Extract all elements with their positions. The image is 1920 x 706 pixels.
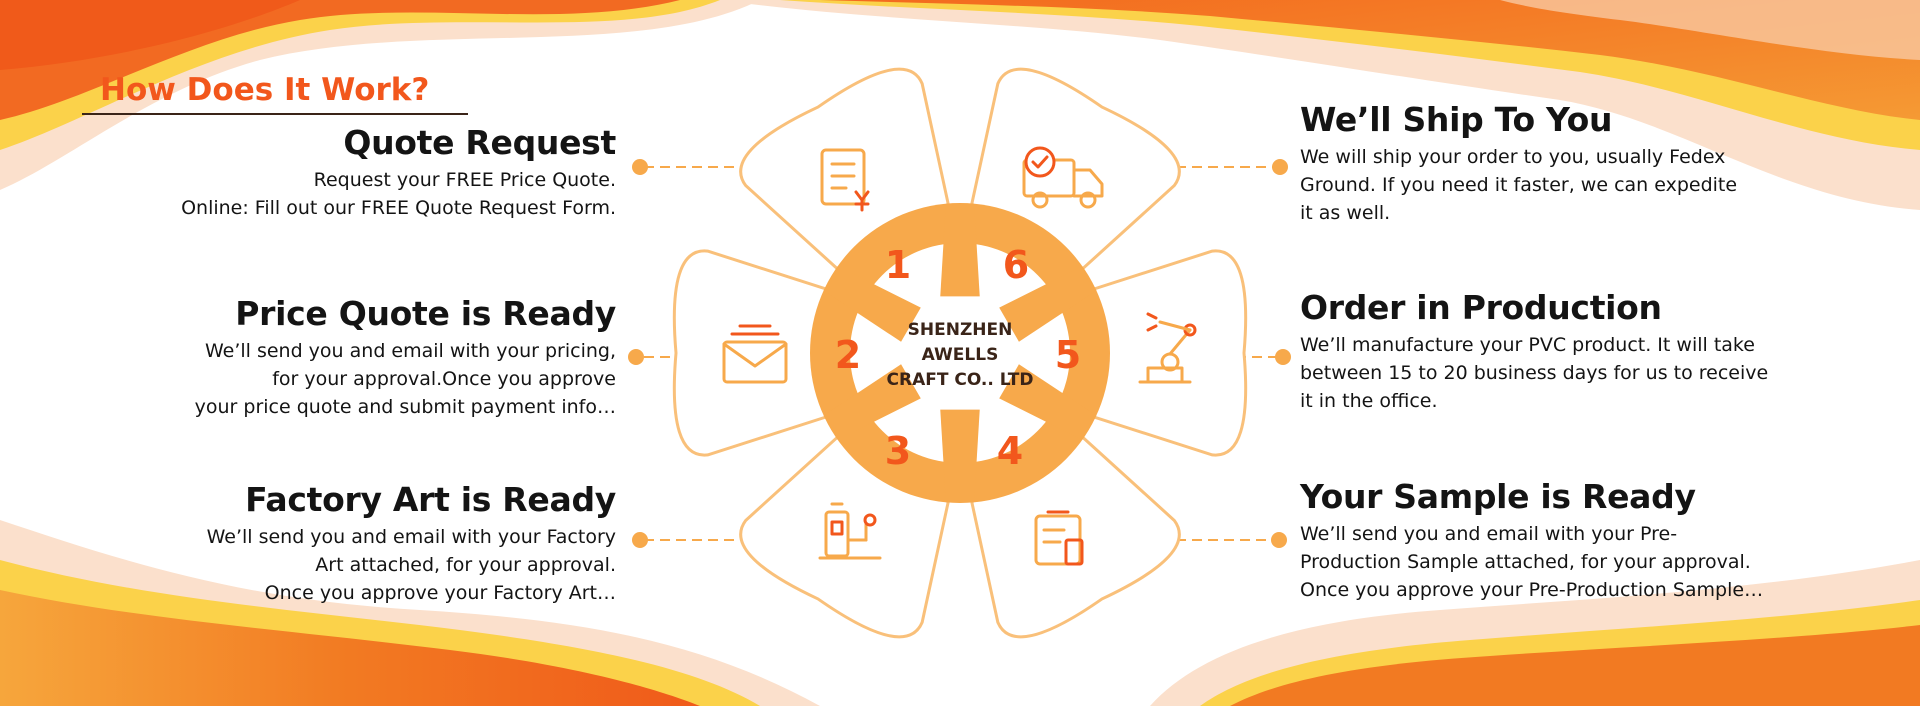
hub-spoke: [823, 364, 921, 440]
petal-segment: [672, 249, 836, 457]
sample-clipboard-icon: [1034, 510, 1084, 566]
step-description-line: Art attached, for your approval.: [315, 554, 616, 576]
step-description: We’ll send you and email with your Facto…: [56, 523, 616, 607]
connector-dot-1: [632, 159, 648, 175]
step-description-line: We’ll send you and email with your Pre-: [1300, 523, 1678, 545]
step-number-1: 1: [885, 243, 911, 287]
step-title: We’ll Ship To You: [1300, 100, 1613, 139]
connector-dot-5: [1275, 349, 1291, 365]
connector-dot-2: [628, 349, 644, 365]
title-underline: [82, 113, 468, 115]
step-number-6: 6: [1003, 243, 1029, 287]
step-factory-art-ready: Factory Art is Ready We’ll send you and …: [56, 480, 617, 607]
step-description-line: Once you approve your Pre-Production Sam…: [1300, 579, 1764, 601]
envelope-icon: [722, 324, 788, 384]
step-description: We’ll send you and email with your Pre- …: [1300, 520, 1860, 604]
hub-spoke: [999, 364, 1097, 440]
step-order-in-production: Order in Production We’ll manufacture yo…: [1300, 288, 1860, 415]
step-description-line: Request your FREE Price Quote.: [313, 169, 616, 191]
step-description-line: it in the office.: [1300, 390, 1438, 412]
step-description-line: We will ship your order to you, usually …: [1300, 146, 1726, 168]
step-description-line: Production Sample attached, for your app…: [1300, 551, 1751, 573]
robot-arm-icon: [1138, 312, 1197, 384]
step-description-line: for your approval.Once you approve: [272, 368, 616, 390]
step-description-line: between 15 to 20 business days for us to…: [1300, 362, 1769, 384]
company-line-1: SHENZHEN: [908, 320, 1013, 340]
step-price-quote-ready: Price Quote is Ready We’ll send you and …: [56, 294, 617, 421]
step-description: We’ll send you and email with your prici…: [56, 337, 616, 421]
hub-spoke: [940, 203, 980, 297]
step-description-line: We’ll send you and email with your Facto…: [206, 526, 616, 548]
step-description-line: it as well.: [1300, 202, 1391, 224]
step-title: Factory Art is Ready: [245, 480, 616, 519]
step-number-5: 5: [1055, 333, 1081, 377]
step-title: Quote Request: [343, 123, 616, 162]
delivery-truck-icon: [1022, 146, 1104, 209]
step-description: We will ship your order to you, usually …: [1300, 143, 1860, 227]
step-title: Price Quote is Ready: [235, 294, 616, 333]
hub-spoke: [999, 266, 1097, 342]
company-line-3: CRAFT CO.. LTD: [887, 370, 1034, 390]
page-title: How Does It Work?: [100, 72, 430, 108]
step-ship-to-you: We’ll Ship To You We will ship your orde…: [1300, 100, 1860, 227]
step-description-line: Online: Fill out our FREE Quote Request …: [181, 197, 616, 219]
petal-segment: [1084, 249, 1248, 457]
hub-spoke: [823, 266, 921, 342]
connector-dot-3: [632, 532, 648, 548]
step-title: Your Sample is Ready: [1300, 477, 1696, 516]
step-number-4: 4: [997, 429, 1023, 473]
step-description: Request your FREE Price Quote. Online: F…: [56, 166, 616, 222]
connector-dot-6: [1272, 159, 1288, 175]
quote-document-icon: [820, 148, 870, 212]
company-line-2: AWELLS: [922, 345, 999, 365]
step-number-2: 2: [835, 333, 861, 377]
step-number-3: 3: [885, 429, 911, 473]
step-quote-request: Quote Request Request your FREE Price Qu…: [56, 123, 616, 222]
connector-dot-4: [1271, 532, 1287, 548]
step-description: We’ll manufacture your PVC product. It w…: [1300, 331, 1860, 415]
step-description-line: Once you approve your Factory Art…: [264, 582, 616, 604]
step-sample-ready: Your Sample is Ready We’ll send you and …: [1300, 477, 1860, 604]
step-description-line: We’ll manufacture your PVC product. It w…: [1300, 334, 1755, 356]
step-description-line: Ground. If you need it faster, we can ex…: [1300, 174, 1738, 196]
art-tools-icon: [818, 502, 882, 560]
hub-spoke: [940, 409, 980, 503]
step-title: Order in Production: [1300, 288, 1662, 327]
center-disc: [850, 243, 1070, 463]
step-description-line: your price quote and submit payment info…: [194, 396, 616, 418]
step-description-line: We’ll send you and email with your prici…: [204, 340, 616, 362]
